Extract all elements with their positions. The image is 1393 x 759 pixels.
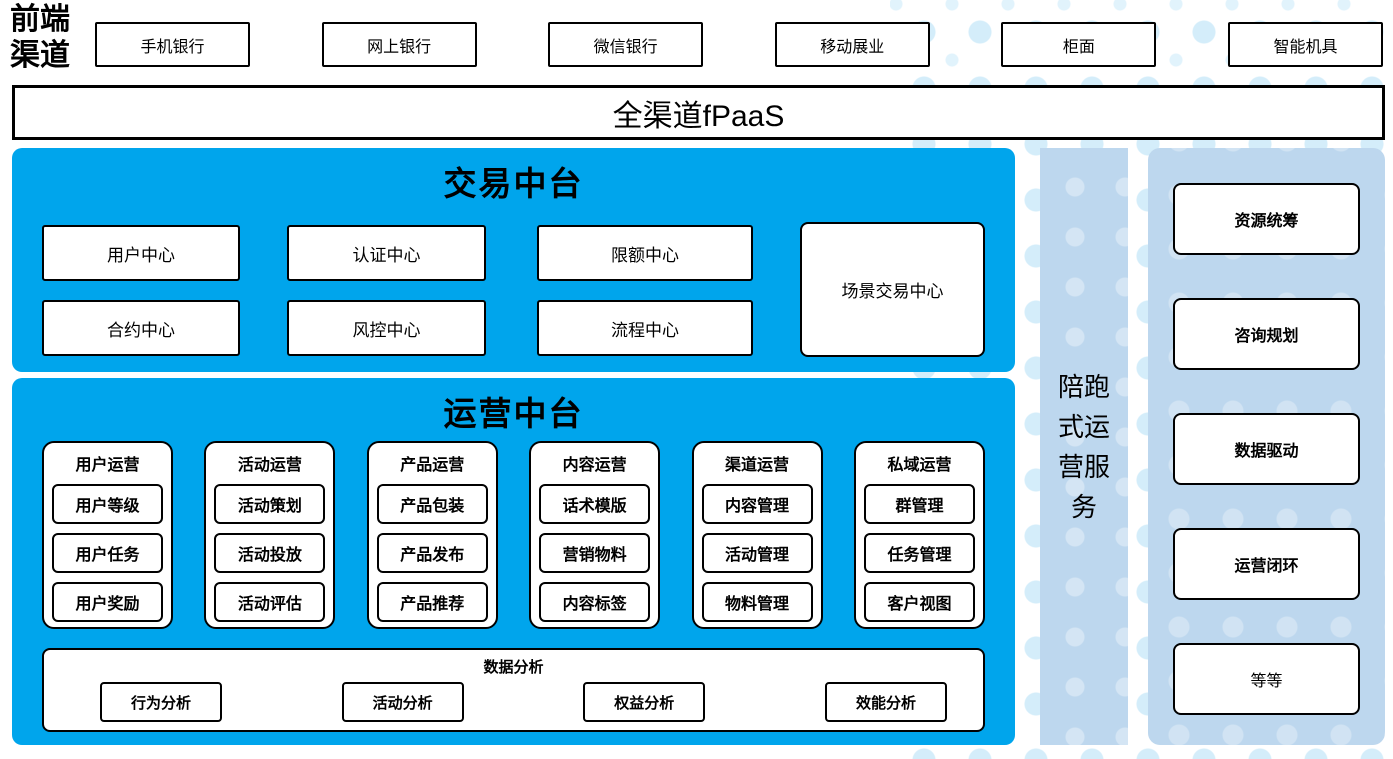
trade-platform-title: 交易中台 — [443, 167, 584, 203]
group-user-operation: 用户运营 用户等级 用户任务 用户奖励 — [42, 441, 173, 629]
box-contract-center: 合约中心 — [42, 300, 240, 356]
group-item: 话术模版 — [539, 484, 651, 524]
box-auth-center: 认证中心 — [287, 225, 486, 281]
box-scene-trade-center: 场景交易中心 — [800, 222, 985, 357]
group-item: 产品包装 — [376, 484, 488, 524]
box-operation-loop: 运营闭环 — [1173, 528, 1360, 600]
front-channels-label-line1: 前端 — [10, 3, 70, 36]
data-analysis-container: 数据分析 行为分析 活动分析 权益分析 效能分析 — [42, 648, 985, 732]
group-item: 内容管理 — [701, 484, 813, 524]
group-item: 营销物料 — [539, 533, 651, 573]
data-analysis-title: 数据分析 — [483, 659, 544, 676]
group-item: 活动管理 — [701, 533, 813, 573]
group-product-operation: 产品运营 产品包装 产品发布 产品推荐 — [366, 441, 498, 629]
channel-online-banking: 网上银行 — [321, 22, 477, 67]
operation-groups-row: 用户运营 用户等级 用户任务 用户奖励 活动运营 活动策划 活动投放 活动评估 … — [42, 441, 985, 629]
box-rights-analysis: 权益分析 — [583, 682, 706, 722]
group-title: 活动运营 — [237, 457, 302, 474]
data-analysis-items-row: 行为分析 活动分析 权益分析 效能分析 — [44, 682, 983, 722]
box-limit-center: 限额中心 — [537, 225, 753, 281]
box-risk-center: 风控中心 — [287, 300, 486, 356]
runner-service-bar: 陪跑式运营服务 — [1040, 148, 1128, 745]
group-title: 内容运营 — [562, 457, 627, 474]
fpaas-bar: 全渠道fPaaS — [12, 85, 1385, 140]
channel-mobile-marketing: 移动展业 — [774, 22, 930, 67]
group-title: 私域运营 — [887, 457, 952, 474]
group-channel-operation: 渠道运营 内容管理 活动管理 物料管理 — [691, 441, 823, 629]
box-user-center: 用户中心 — [42, 225, 240, 281]
front-channels-label-line2: 渠道 — [10, 39, 70, 72]
box-process-center: 流程中心 — [537, 300, 753, 356]
group-title: 产品运营 — [400, 457, 465, 474]
channel-counter: 柜面 — [1001, 22, 1157, 67]
right-service-panel: 资源统筹 咨询规划 数据驱动 运营闭环 等等 — [1148, 148, 1385, 745]
group-title: 渠道运营 — [725, 457, 790, 474]
channel-smart-devices: 智能机具 — [1227, 22, 1383, 67]
channel-mobile-banking: 手机银行 — [95, 22, 250, 67]
group-item: 用户任务 — [52, 533, 163, 573]
operation-platform-title: 运营中台 — [443, 397, 584, 433]
group-item: 用户等级 — [52, 484, 163, 524]
group-activity-operation: 活动运营 活动策划 活动投放 活动评估 — [204, 441, 336, 629]
box-activity-analysis: 活动分析 — [341, 682, 464, 722]
channel-wechat-banking: 微信银行 — [548, 22, 704, 67]
box-etc: 等等 — [1173, 643, 1360, 715]
front-channels-row: 手机银行 网上银行 微信银行 移动展业 柜面 智能机具 — [95, 22, 1383, 67]
group-content-operation: 内容运营 话术模版 营销物料 内容标签 — [529, 441, 661, 629]
operation-platform-block: 运营中台 用户运营 用户等级 用户任务 用户奖励 活动运营 活动策划 活动投放 … — [12, 378, 1015, 745]
trade-platform-block: 交易中台 用户中心 认证中心 限额中心 合约中心 风控中心 流程中心 场景交易中… — [12, 148, 1015, 372]
box-consulting-planning: 咨询规划 — [1173, 298, 1360, 370]
group-item: 用户奖励 — [52, 582, 163, 622]
runner-service-label: 陪跑式运营服务 — [1057, 371, 1110, 522]
group-item: 内容标签 — [539, 582, 651, 622]
box-behavior-analysis: 行为分析 — [100, 682, 222, 722]
box-efficiency-analysis: 效能分析 — [824, 682, 947, 722]
front-channels-label: 前端 渠道 — [10, 2, 70, 74]
group-item: 客户视图 — [863, 582, 975, 622]
group-item: 物料管理 — [701, 582, 813, 622]
group-item: 产品推荐 — [376, 582, 488, 622]
group-item: 活动评估 — [214, 582, 326, 622]
group-title: 用户运营 — [75, 457, 140, 474]
group-item: 活动投放 — [214, 533, 326, 573]
box-data-driven: 数据驱动 — [1173, 413, 1360, 485]
box-resource-coordination: 资源统筹 — [1173, 183, 1360, 255]
group-item: 产品发布 — [376, 533, 488, 573]
group-item: 任务管理 — [863, 533, 975, 573]
group-item: 群管理 — [863, 484, 975, 524]
group-private-domain-operation: 私域运营 群管理 任务管理 客户视图 — [853, 441, 985, 629]
group-item: 活动策划 — [214, 484, 326, 524]
